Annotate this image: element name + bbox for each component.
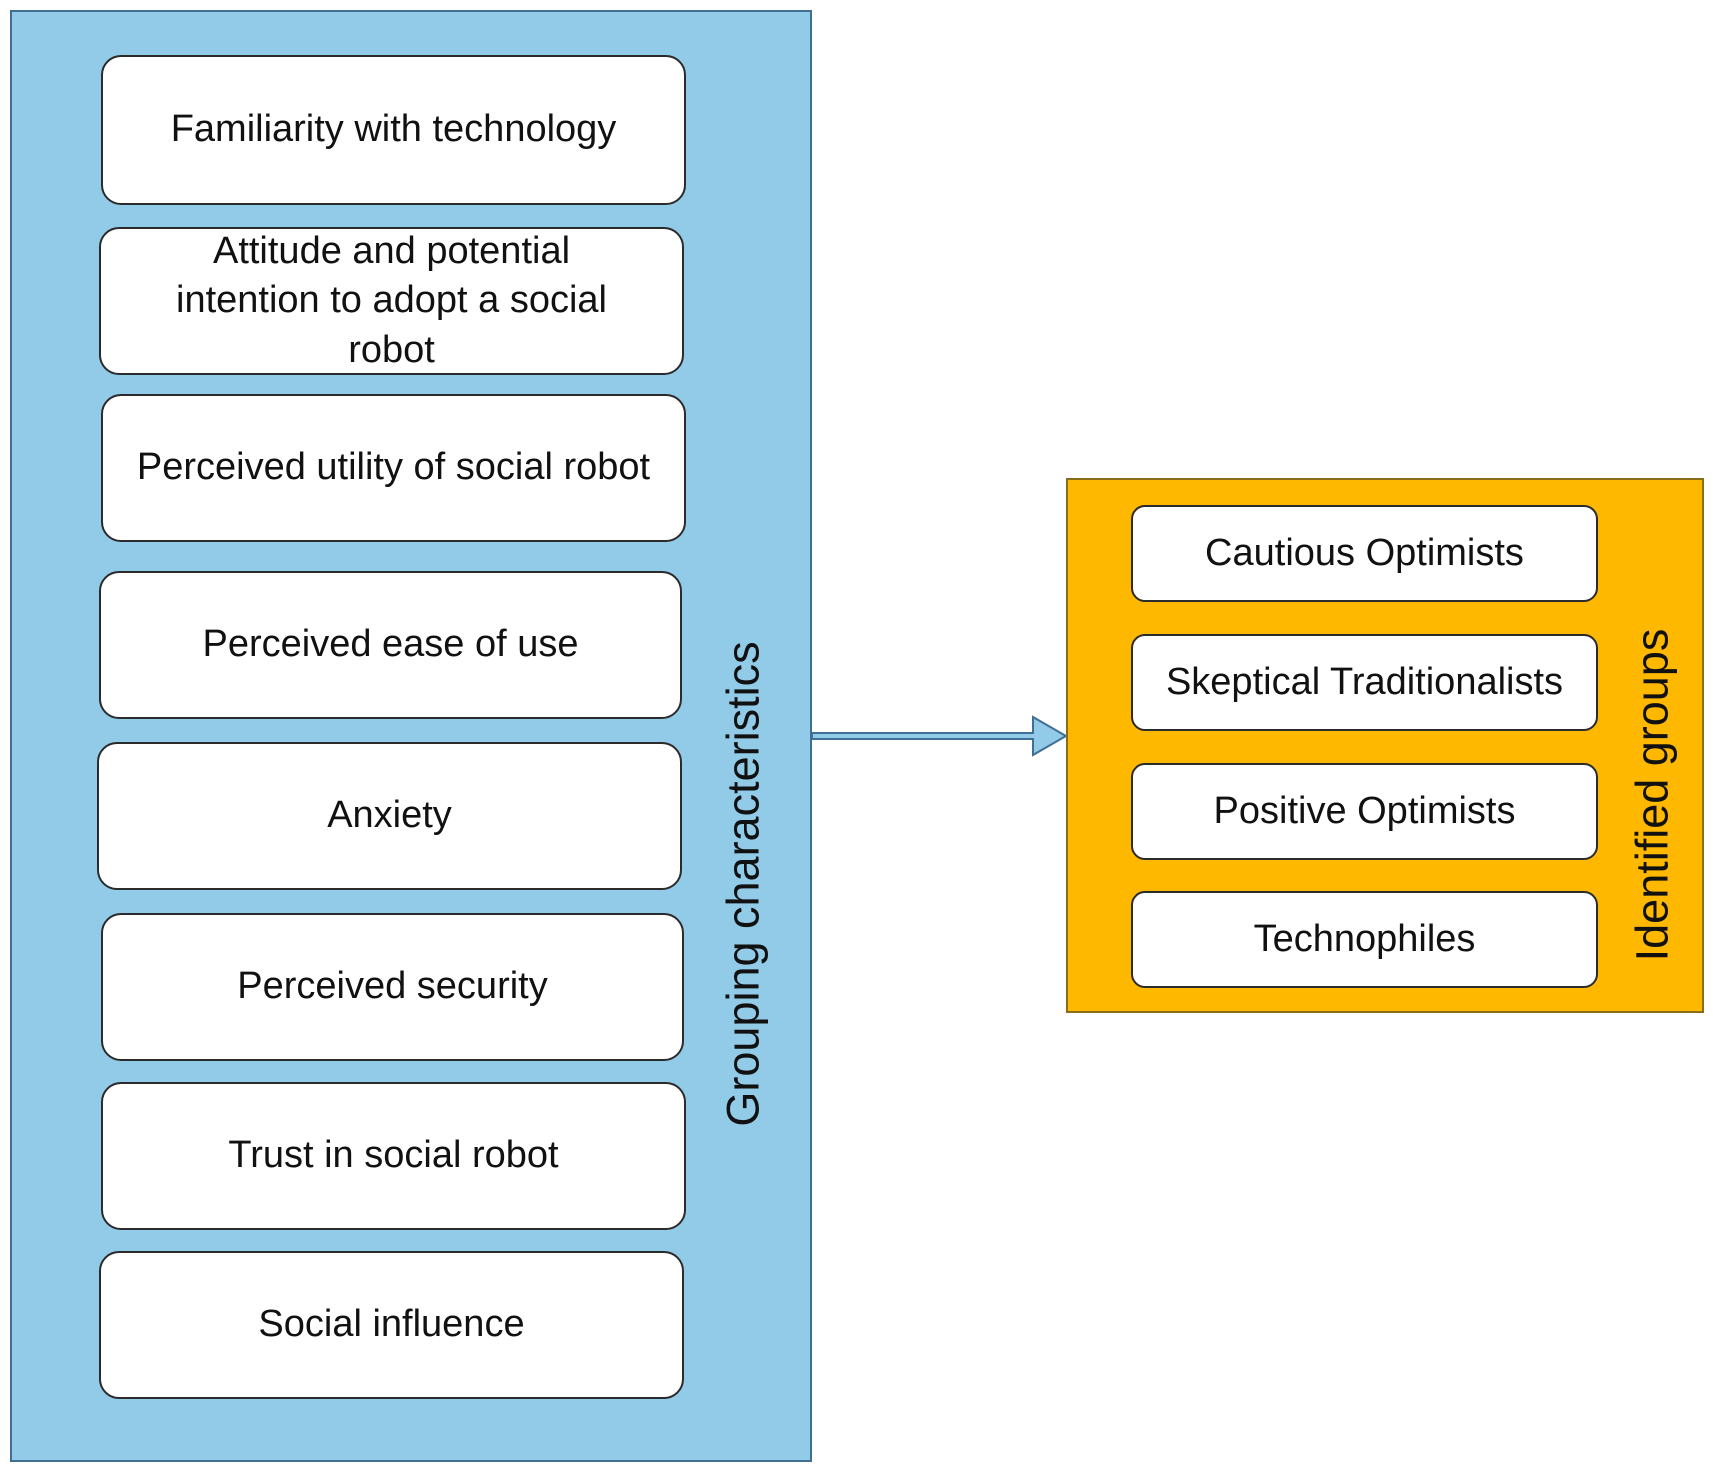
group-box-positive-optimists: Positive Optimists — [1131, 763, 1598, 860]
group-box-skeptical-traditionalists: Skeptical Traditionalists — [1131, 634, 1598, 731]
characteristic-label: Familiarity with technology — [170, 108, 617, 151]
characteristic-label: Perceived security — [237, 965, 548, 1008]
identified-groups-text: Identified groups — [1626, 628, 1678, 962]
group-label: Cautious Optimists — [1205, 531, 1524, 574]
characteristic-box-anxiety: Anxiety — [97, 742, 682, 890]
group-label: Positive Optimists — [1213, 789, 1516, 832]
characteristic-label: Perceived ease of use — [202, 623, 579, 666]
characteristic-box-utility: Perceived utility of social robot — [101, 394, 686, 542]
group-label: Skeptical Traditionalists — [1165, 660, 1564, 703]
characteristic-label: Trust in social robot — [228, 1134, 559, 1177]
group-box-technophiles: Technophiles — [1131, 891, 1598, 988]
characteristic-label: Attitude and potential intention to adop… — [176, 229, 607, 371]
characteristic-label: Perceived utility of social robot — [136, 446, 651, 489]
characteristic-label: Anxiety — [327, 794, 452, 837]
characteristic-label: Social influence — [258, 1303, 525, 1346]
characteristic-box-trust: Trust in social robot — [101, 1082, 686, 1230]
group-box-cautious-optimists: Cautious Optimists — [1131, 505, 1598, 602]
characteristic-box-security: Perceived security — [101, 913, 684, 1061]
characteristic-box-ease-of-use: Perceived ease of use — [99, 571, 682, 719]
characteristic-box-social-influence: Social influence — [99, 1251, 684, 1399]
characteristic-box-familiarity: Familiarity with technology — [101, 55, 686, 205]
arrow-shape — [811, 715, 1069, 757]
group-label: Technophiles — [1253, 917, 1476, 960]
grouping-characteristics-text: Grouping characteristics — [717, 641, 769, 1127]
characteristic-box-attitude: Attitude and potential intention to adop… — [99, 227, 684, 375]
